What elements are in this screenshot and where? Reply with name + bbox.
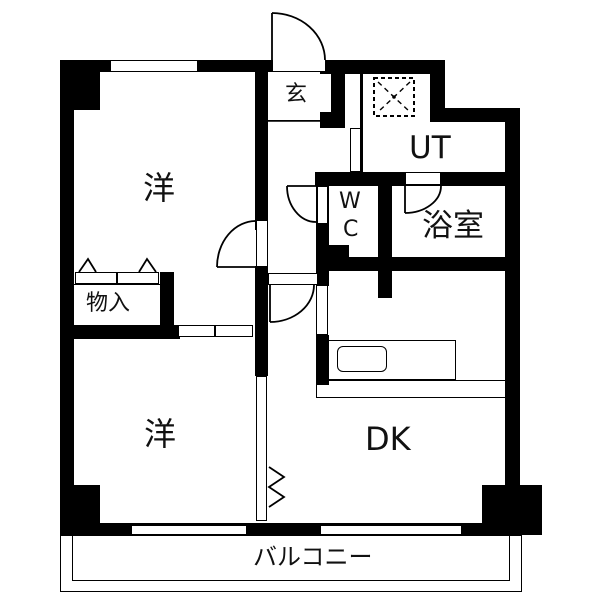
wall-top-ut <box>320 60 445 74</box>
room-label-bathroom: 浴室 <box>422 208 484 244</box>
balcony-outer <box>60 535 522 592</box>
room-label-western-lower: 洋 <box>144 415 177 453</box>
wall-wc-bath <box>378 186 392 298</box>
corner-pillar-top-left <box>60 60 100 110</box>
room-label-western-upper: 洋 <box>143 169 176 207</box>
room-label-balcony: バルコニー <box>253 543 373 571</box>
window-room-divider-2 <box>215 325 253 337</box>
sliding-door-room2 <box>256 376 267 521</box>
room-label-entrance: 玄 <box>285 82 308 107</box>
entrance-door-swing-icon <box>271 12 326 61</box>
window-top-room1 <box>110 60 198 72</box>
washer-pan-center-icon <box>392 95 396 99</box>
window-bottom-room2 <box>131 525 247 535</box>
door-opening-dk <box>268 273 318 285</box>
window-bottom-dk <box>320 525 462 535</box>
wall-ut-right-step <box>430 60 445 122</box>
wall-left <box>60 60 74 535</box>
storage-door-panel-1 <box>75 272 117 284</box>
sliding-door-zigzag-icon <box>267 466 286 508</box>
wall-room1-corridor-lower <box>255 266 268 376</box>
kitchen-counter <box>329 340 456 380</box>
wc-door-swing-icon <box>286 185 317 223</box>
wall-kitchen-left <box>316 335 329 385</box>
window-room-divider-1 <box>178 325 215 337</box>
wall-ut-left <box>360 72 363 172</box>
wall-storage-right <box>160 272 174 339</box>
wall-room1-corridor <box>255 60 268 230</box>
dk-door-swing-icon <box>269 284 315 323</box>
wall-right <box>505 108 520 535</box>
room-label-utility: UT <box>409 130 451 166</box>
room-label-toilet-w: W <box>339 189 361 214</box>
closet-door-triangles-icon <box>78 257 157 273</box>
door-opening-room1 <box>256 220 268 267</box>
corner-pillar-bottom-left <box>60 485 100 535</box>
kitchen-sink <box>337 346 387 372</box>
storage-door-panel-2 <box>117 272 159 284</box>
kitchen-shelf <box>316 380 506 398</box>
room-label-toilet-c: C <box>343 217 359 242</box>
door-opening-wc <box>317 186 328 224</box>
wall-bath-bottom <box>316 257 520 271</box>
washer-pan-cross-icon <box>377 81 411 113</box>
room-label-dining-kitchen: DK <box>365 420 411 458</box>
kitchen-side-opening <box>316 285 328 335</box>
room-label-storage: 物入 <box>86 291 131 316</box>
storage-box <box>74 284 162 326</box>
wall-top-ut-step <box>430 108 520 122</box>
room1-door-swing-icon <box>216 220 257 268</box>
washer-pan-icon <box>373 77 415 117</box>
entrance-door-opening <box>272 60 326 72</box>
wall-wc-bottom-corner <box>329 245 349 260</box>
balcony-inner <box>72 535 510 581</box>
door-opening-bath <box>405 172 441 185</box>
wall-room-divider <box>60 325 180 339</box>
wall-entrance-ut-stub <box>320 112 345 128</box>
